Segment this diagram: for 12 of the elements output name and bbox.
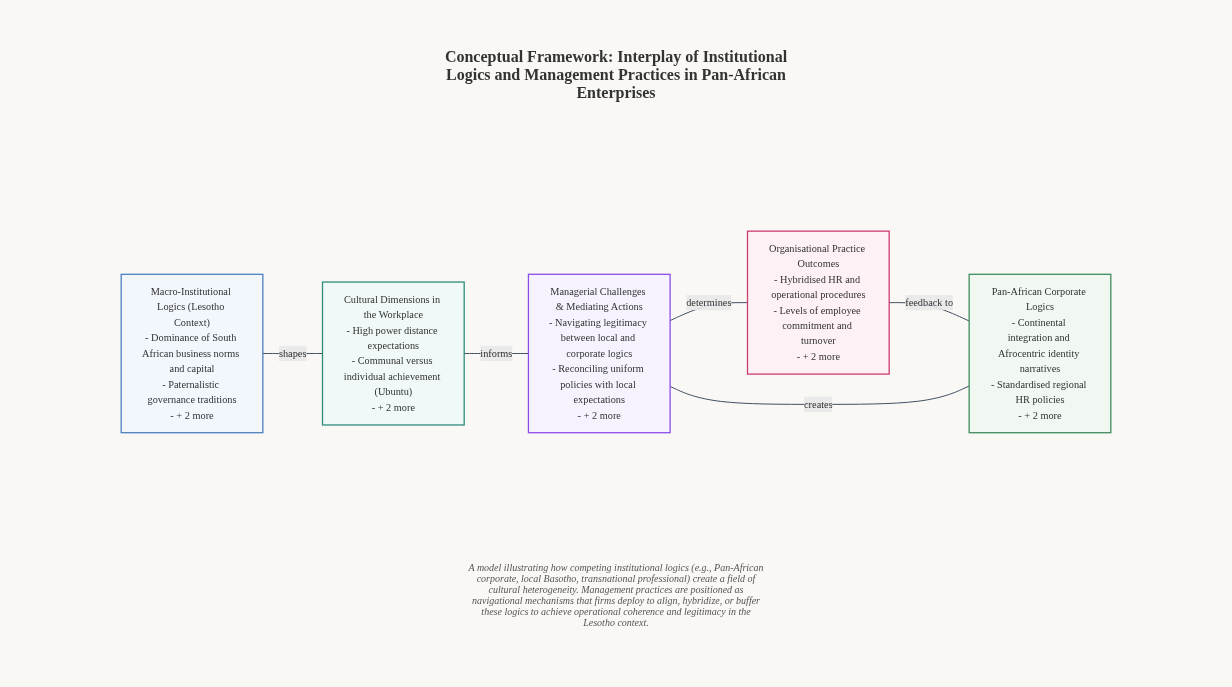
node-box: Macro-Institutional Logics (Lesotho Context) - Dominance of South African business norms and capital - Paternalistic governance traditions - + 2 more bbox=[120, 273, 264, 434]
node-box: Pan-African Corporate Logics - Continental integration and Afrocentric identity narratives - Standardised regional HR policies - + 2 more bbox=[968, 273, 1112, 434]
edge-label: feedback to bbox=[905, 296, 954, 308]
edge-label: shapes bbox=[278, 347, 307, 359]
edge-label: informs bbox=[480, 347, 513, 359]
diagram-title: Conceptual Framework: Interplay of Institutional Logics and Management Practices in Pan-African Enterprises bbox=[443, 48, 789, 102]
edge-label: determines bbox=[686, 296, 732, 308]
diagram-caption: A model illustrating how competing institutional logics (e.g., Pan-African corporate, local Basotho, transnational professional) create a field of cultural heterogeneity. Management practices are positioned as navigational mechanisms that firms deploy to align, hybridize, or buffer these logics to achieve operational coherence and legitimacy in the Lesotho context. bbox=[467, 562, 765, 628]
node-box: Organisational Practice Outcomes - Hybridised HR and operational procedures - Levels of employee commitment and turnover - + 2 more bbox=[746, 230, 890, 375]
node-box: Cultural Dimensions in the Workplace - High power distance expectations - Communal versus individual achievement (Ubuntu) - + 2 more bbox=[321, 281, 465, 426]
node-box: Managerial Challenges & Mediating Actions - Navigating legitimacy between local and corporate logics - Reconciling uniform policies with local expectations - + 2 more bbox=[527, 273, 671, 434]
edge-label: creates bbox=[804, 398, 833, 410]
